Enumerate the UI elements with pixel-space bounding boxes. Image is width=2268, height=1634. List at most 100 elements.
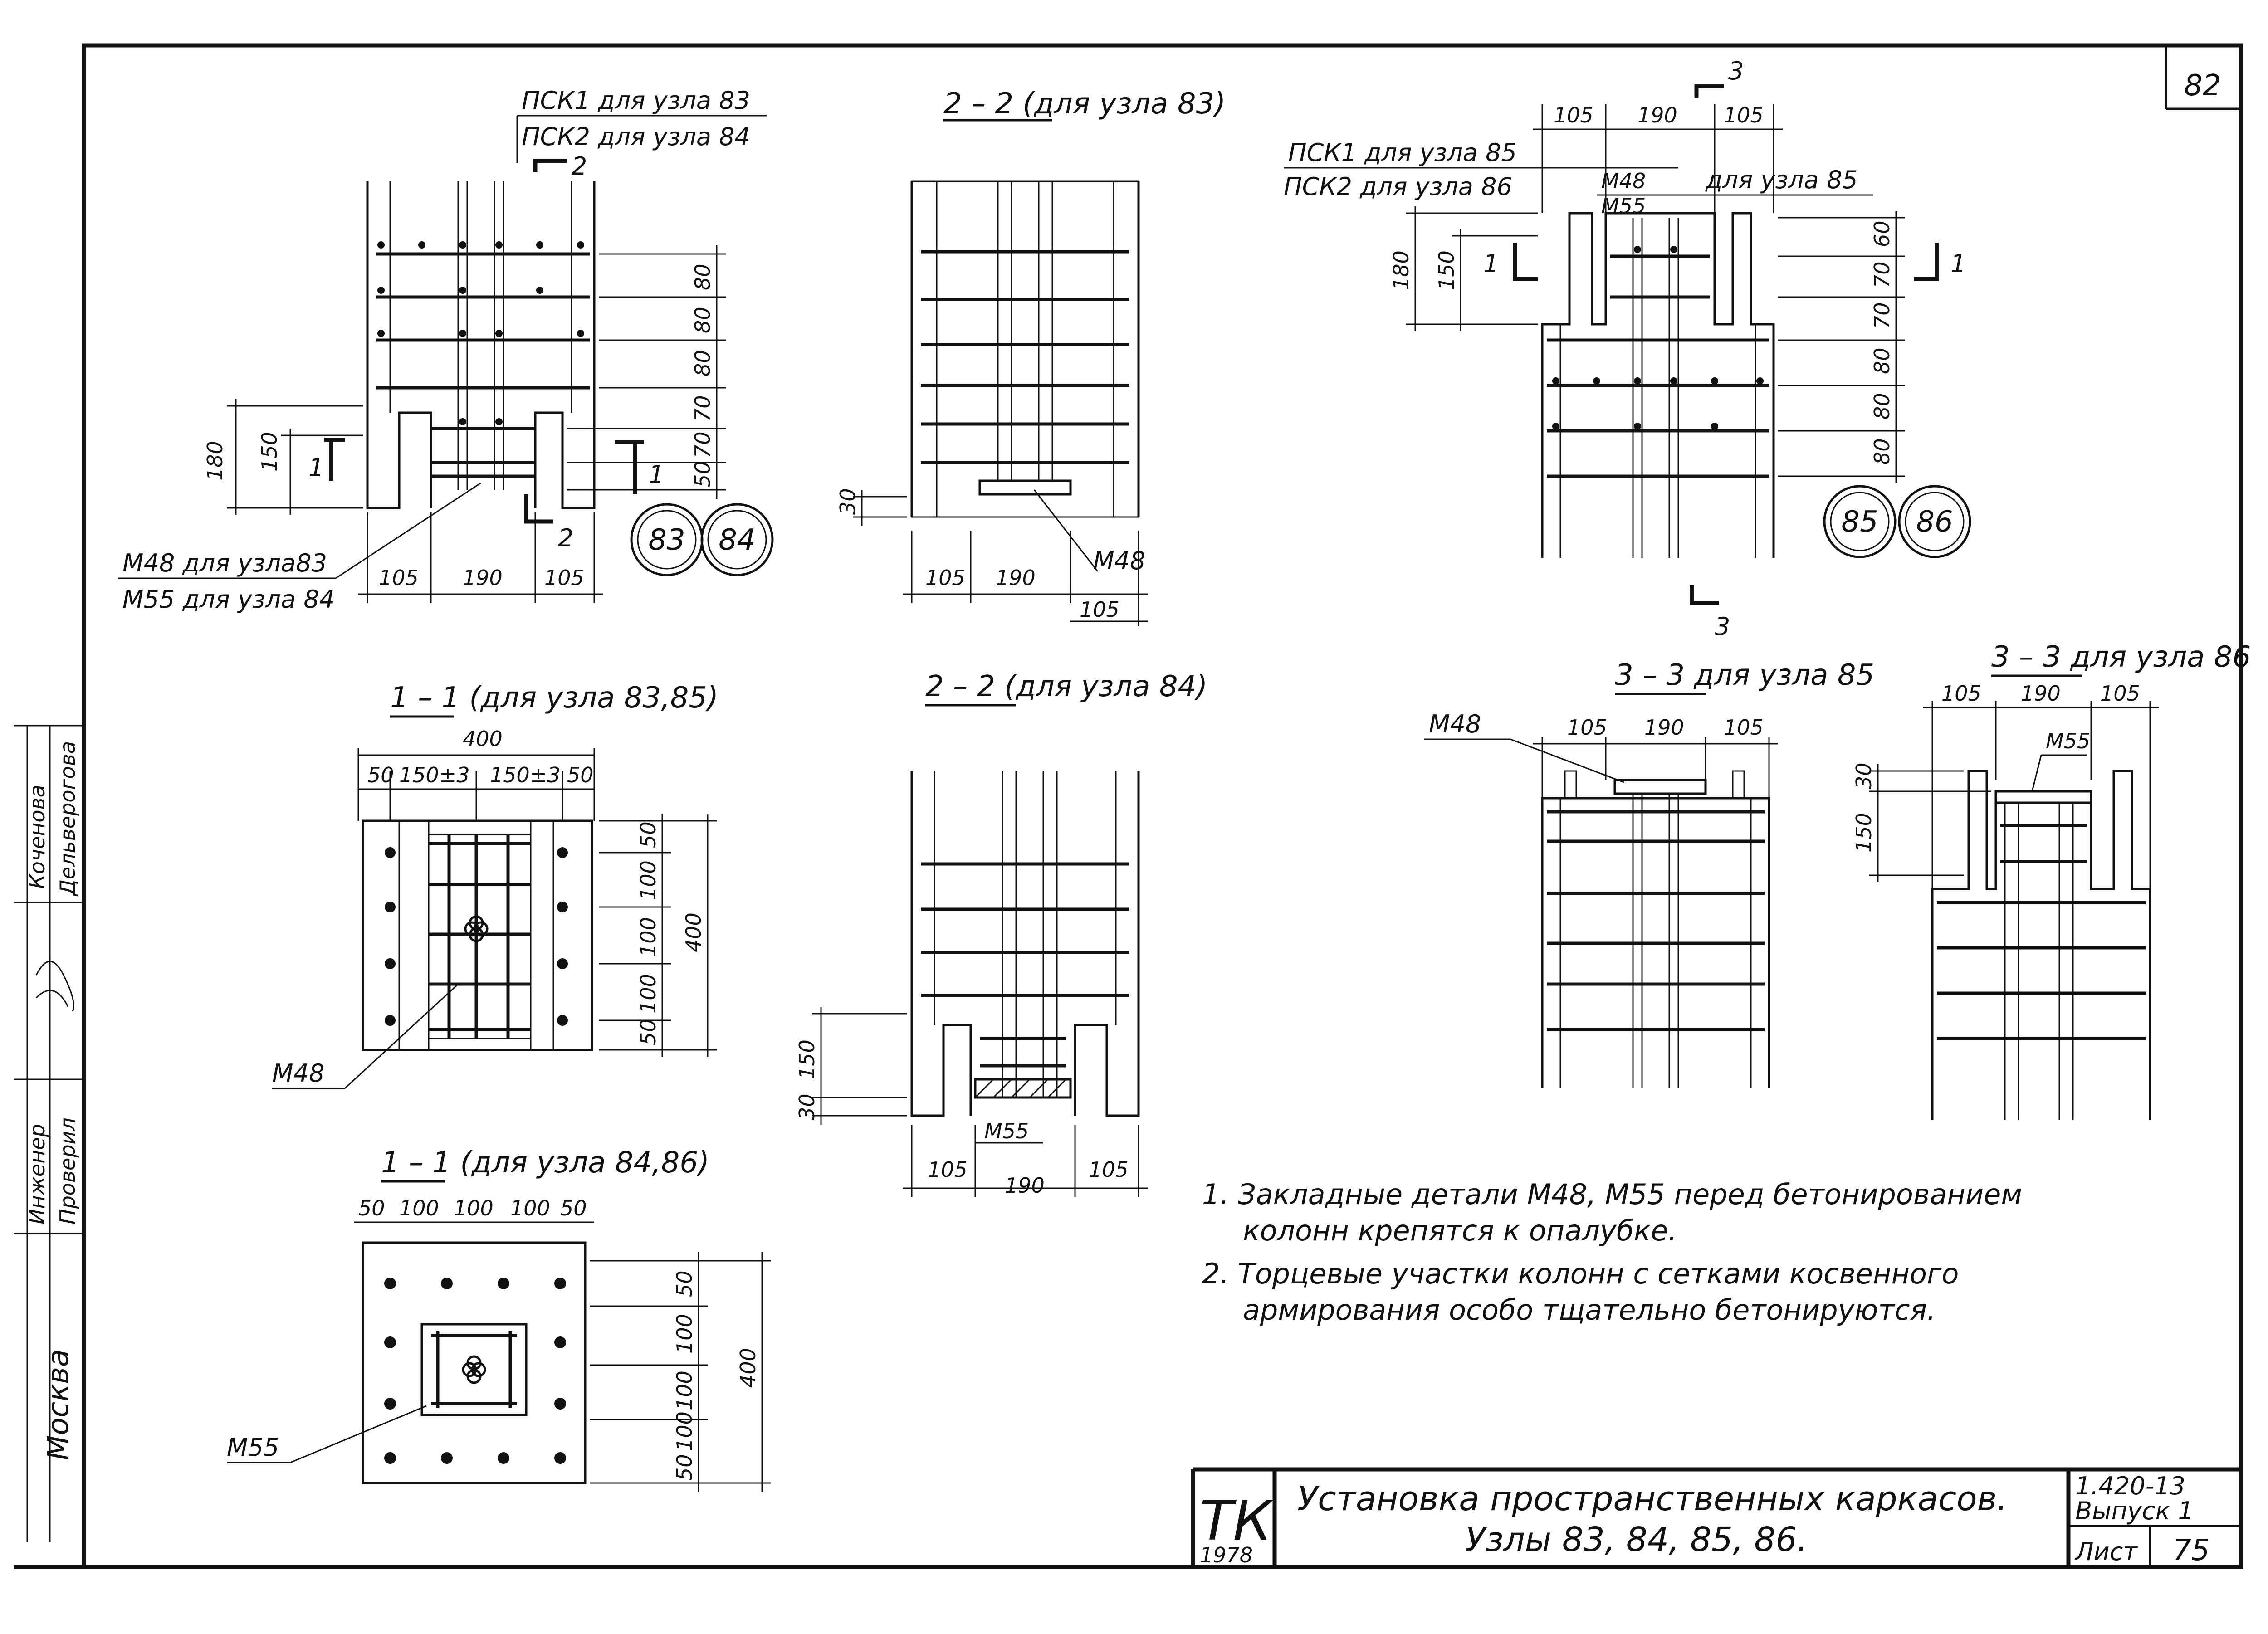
title-2-2-node-83: 2 – 2 (для узла 83) bbox=[943, 87, 1226, 121]
embedded-plate-m55-s33 bbox=[1994, 790, 2092, 804]
dim-100: 100 bbox=[399, 1196, 439, 1220]
dim-105: 105 bbox=[1724, 715, 1764, 740]
svg-text:85: 85 bbox=[1841, 505, 1878, 539]
dim-30: 30 bbox=[795, 1093, 819, 1120]
dim-190: 190 bbox=[996, 566, 1036, 590]
leader-m55-86: М55 bbox=[1601, 194, 1646, 218]
dim-105: 105 bbox=[925, 566, 965, 590]
section-2-2-node-83: 2 – 2 (для узла 83) 30 105 190 105 М48 bbox=[836, 87, 1226, 626]
note-line-1: 1. Закладные детали М48, М55 перед бетон… bbox=[1202, 1178, 2022, 1211]
title-3-3-node-86: 3 – 3 для узла 86 bbox=[1991, 640, 2251, 674]
dim-50: 50 bbox=[567, 763, 594, 787]
title-1-1-node-83-85: 1 – 1 (для узла 83,85) bbox=[390, 681, 719, 715]
dim-70: 70 bbox=[690, 431, 715, 458]
embedded-plate-m48-s33 bbox=[1613, 779, 1707, 795]
drawing-title-line-1: Установка пространственных каркасов. bbox=[1297, 1479, 2008, 1518]
section-2-2-node-84: 2 – 2 (для узла 84) 150 30 105 190 105 М… bbox=[795, 670, 1207, 1198]
stamp-checked-label: Проверил bbox=[55, 1117, 80, 1224]
dim-150: 150 bbox=[1434, 250, 1459, 290]
dim-30: 30 bbox=[836, 488, 860, 515]
section-label-3-top: 3 bbox=[1728, 57, 1744, 85]
dim-105: 105 bbox=[928, 1157, 968, 1182]
section-mark-2-top bbox=[533, 159, 567, 172]
dim-400: 400 bbox=[681, 912, 706, 952]
node-86-circle: 86 bbox=[1898, 485, 1971, 558]
dim-50: 50 bbox=[560, 1196, 587, 1220]
section-mark-3-bottom bbox=[1690, 585, 1719, 605]
title-3-3-node-85: 3 – 3 для узла 85 bbox=[1615, 658, 1874, 692]
leader-psk1-83: ПСК1 для узла 83 bbox=[522, 86, 750, 115]
leader-m55-s33: М55 bbox=[2046, 729, 2090, 753]
section-mark-2-bottom bbox=[524, 494, 553, 524]
dim-150-t3: 150±3 bbox=[399, 763, 470, 787]
leader-m48-s22: М48 bbox=[1093, 546, 1145, 575]
leader-psk1-85: ПСК1 для узла 85 bbox=[1288, 138, 1517, 167]
section-mark-1-left bbox=[324, 438, 345, 481]
sheet-frame bbox=[14, 43, 2243, 1569]
dim-50: 50 bbox=[636, 1019, 660, 1045]
stamp-engineer-label: Инженер bbox=[25, 1124, 49, 1224]
year: 1978 bbox=[1200, 1543, 1253, 1567]
embedded-plate-m55 bbox=[974, 1078, 1072, 1099]
node-84-circle: 84 bbox=[700, 503, 774, 576]
dim-80: 80 bbox=[690, 350, 715, 376]
section-label-1-right: 1 bbox=[649, 460, 664, 489]
title-2-2-node-84: 2 – 2 (для узла 84) bbox=[925, 670, 1207, 703]
dim-190: 190 bbox=[1644, 715, 1684, 740]
dim-70: 70 bbox=[690, 395, 715, 422]
stamp-name-2: Дельверогова bbox=[55, 741, 80, 897]
leader-m55-84: М55 для узла 84 bbox=[122, 585, 335, 614]
section-label-1-right-85: 1 bbox=[1950, 249, 1966, 278]
title-1-1-node-84-86: 1 – 1 (для узла 84,86) bbox=[381, 1146, 709, 1180]
dim-100: 100 bbox=[672, 1371, 697, 1410]
section-3-3-node-86: 3 – 3 для узла 86 105 190 105 М55 30 150 bbox=[1852, 640, 2251, 1120]
dim-105: 105 bbox=[1089, 1157, 1129, 1182]
sheet-number-box: 82 bbox=[2165, 45, 2241, 110]
section-1-1-node-83-85: 1 – 1 (для узла 83,85) 400 50 150±3 150±… bbox=[272, 681, 719, 1089]
dim-105: 105 bbox=[544, 566, 584, 590]
general-notes: 1. Закладные детали М48, М55 перед бетон… bbox=[1202, 1178, 2022, 1327]
dim-80: 80 bbox=[1870, 347, 1894, 374]
dim-150-t3: 150±3 bbox=[490, 763, 561, 787]
title-block: ТК 1978 Установка пространственных карка… bbox=[1191, 1467, 2241, 1567]
dim-80: 80 bbox=[1870, 393, 1894, 419]
leader-m48-s33: М48 bbox=[1429, 710, 1481, 738]
stamp-name-1: Коченова bbox=[25, 785, 49, 889]
section-mark-3-top bbox=[1694, 84, 1724, 98]
dim-70: 70 bbox=[1870, 261, 1894, 288]
dim-105: 105 bbox=[1080, 597, 1119, 622]
dim-100: 100 bbox=[454, 1196, 494, 1220]
dim-50: 50 bbox=[690, 461, 715, 488]
section-1-1-node-84-86: 1 – 1 (для узла 84,86) 50 100 100 100 50 bbox=[227, 1146, 771, 1492]
dim-150: 150 bbox=[257, 432, 282, 472]
elevation-node-83-84: ПСК1 для узла 83 ПСК2 для узла 84 2 bbox=[118, 86, 774, 614]
embedded-plate-m48 bbox=[978, 479, 1072, 496]
dim-105: 105 bbox=[1554, 103, 1593, 127]
dim-100: 100 bbox=[636, 860, 660, 900]
dim-400: 400 bbox=[736, 1348, 760, 1388]
sheet-number: 82 bbox=[2184, 69, 2221, 102]
svg-text:84: 84 bbox=[719, 523, 755, 557]
dim-150: 150 bbox=[1852, 813, 1876, 853]
sheet-number-bottom: 75 bbox=[2173, 1534, 2209, 1567]
dim-105: 105 bbox=[379, 566, 419, 590]
elevation-node-85-86: 3 ПСК1 для узла 85 ПСК2 для узла 86 М48 … bbox=[1284, 57, 1971, 641]
dim-190: 190 bbox=[1005, 1173, 1045, 1198]
org-code: ТК bbox=[1200, 1490, 1274, 1553]
dim-190: 190 bbox=[2021, 681, 2061, 706]
dim-150: 150 bbox=[795, 1039, 819, 1079]
section-mark-1-right bbox=[615, 440, 644, 494]
leader-m48-85: М48 bbox=[1601, 169, 1646, 193]
dim-100: 100 bbox=[636, 917, 660, 957]
leader-for-node-85: для узла 85 bbox=[1705, 166, 1858, 194]
issue-number: Выпуск 1 bbox=[2075, 1497, 2194, 1525]
leader-m55-s11: М55 bbox=[227, 1433, 279, 1462]
dim-180: 180 bbox=[1389, 250, 1413, 290]
section-label-2-bottom: 2 bbox=[558, 524, 573, 552]
section-label-3-bottom: 3 bbox=[1715, 612, 1730, 641]
svg-text:86: 86 bbox=[1916, 505, 1953, 539]
section-label-1-left: 1 bbox=[308, 454, 324, 482]
node-85-circle: 85 bbox=[1823, 485, 1897, 558]
leader-psk2-86: ПСК2 для узла 86 bbox=[1284, 172, 1512, 201]
